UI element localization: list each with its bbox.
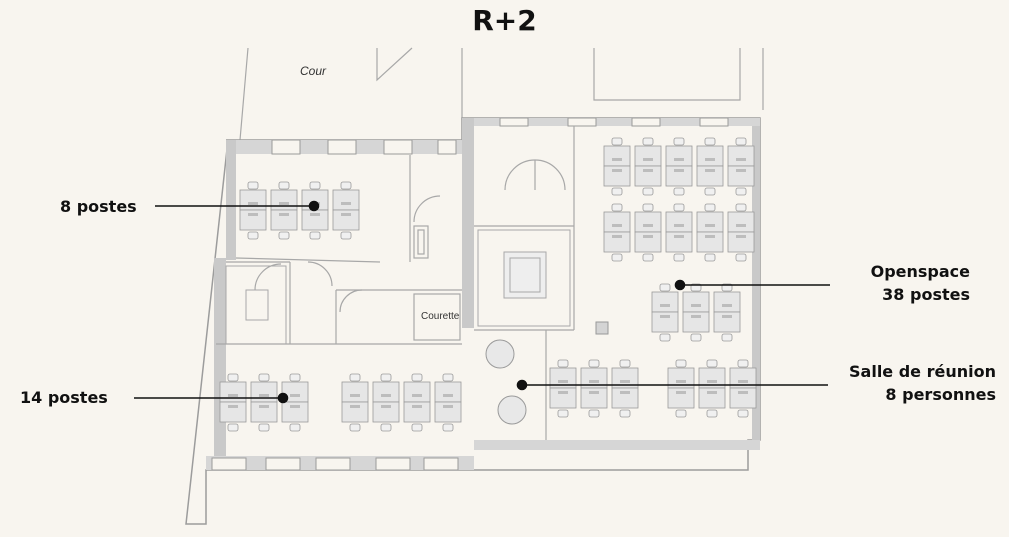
desk: [239, 181, 267, 211]
desk: [727, 165, 755, 196]
desk: [713, 283, 741, 313]
desk: [651, 283, 679, 313]
desk: [634, 231, 662, 262]
desk: [372, 401, 400, 432]
desk: [580, 359, 608, 389]
desk: [713, 311, 741, 342]
desk: [603, 203, 631, 233]
desk: [665, 231, 693, 262]
stair-west: [225, 265, 287, 345]
desk: [549, 359, 577, 389]
meeting-tables: [485, 339, 527, 425]
desk: [341, 401, 369, 432]
label-openspace-count: 38 postes: [882, 285, 970, 304]
desk: [665, 203, 693, 233]
desk: [729, 387, 757, 418]
top-right-outline: [593, 48, 741, 101]
leader-lines: [134, 200, 830, 404]
desk: [434, 373, 462, 403]
desk: [665, 137, 693, 167]
desk: [301, 181, 329, 211]
desk: [651, 311, 679, 342]
wall-south-right: [474, 440, 760, 450]
desk: [580, 387, 608, 418]
desk: [281, 401, 309, 432]
desk: [696, 203, 724, 233]
desk: [696, 231, 724, 262]
desk: [434, 401, 462, 432]
desk: [219, 401, 247, 432]
wall-east: [752, 126, 760, 440]
desk: [696, 137, 724, 167]
desk: [239, 209, 267, 240]
stair-central: [477, 229, 571, 327]
label-meeting-name: Salle de réunion: [849, 362, 996, 381]
courette-box: [413, 293, 461, 341]
desk: [611, 359, 639, 389]
desk: [301, 209, 329, 240]
desk: [403, 373, 431, 403]
desk-groups: [219, 137, 757, 432]
desk: [603, 165, 631, 196]
desk: [729, 359, 757, 389]
label-meeting-count: 8 personnes: [885, 385, 996, 404]
desk: [698, 359, 726, 389]
desk: [372, 373, 400, 403]
desk: [667, 387, 695, 418]
desk: [634, 203, 662, 233]
leader-dot-office-b: [277, 392, 289, 404]
desk: [727, 231, 755, 262]
desk: [281, 373, 309, 403]
desk: [270, 209, 298, 240]
desk: [603, 231, 631, 262]
desk: [634, 165, 662, 196]
pillar: [595, 321, 609, 335]
desk: [682, 311, 710, 342]
desk: [611, 387, 639, 418]
desk: [603, 137, 631, 167]
label-office-a: 8 postes: [60, 197, 137, 216]
desk: [332, 181, 360, 211]
label-openspace: Openspace 38 postes: [820, 260, 970, 306]
staircases: [225, 229, 571, 345]
wall-north-right: [474, 118, 760, 126]
label-office-b: 14 postes: [20, 388, 108, 407]
floor-title: R+2: [472, 4, 537, 37]
desk: [250, 401, 278, 432]
desk: [696, 165, 724, 196]
walls: [185, 47, 764, 525]
room-label-cour: Cour: [300, 64, 327, 78]
desk: [270, 181, 298, 211]
wall-west-upper: [226, 140, 236, 260]
partition-a: [235, 257, 381, 263]
desk: [727, 137, 755, 167]
wall-core: [462, 118, 474, 328]
desk: [403, 401, 431, 432]
leader-dot-office-a: [308, 200, 320, 212]
desk: [341, 373, 369, 403]
label-meeting: Salle de réunion 8 personnes: [800, 360, 996, 406]
desk: [698, 387, 726, 418]
desk: [727, 203, 755, 233]
desk: [549, 387, 577, 418]
leader-dot-meeting: [516, 379, 528, 391]
desk: [665, 165, 693, 196]
courtyard-stair-mark: [376, 47, 413, 82]
desk: [332, 209, 360, 240]
desk: [682, 283, 710, 313]
desk: [634, 137, 662, 167]
wall-west-lower: [214, 258, 226, 458]
room-label-courette: Courette: [421, 311, 460, 322]
label-openspace-name: Openspace: [870, 262, 970, 281]
leader-dot-openspace: [674, 279, 686, 291]
desk: [667, 359, 695, 389]
courtyard-wall-left: [239, 47, 249, 141]
